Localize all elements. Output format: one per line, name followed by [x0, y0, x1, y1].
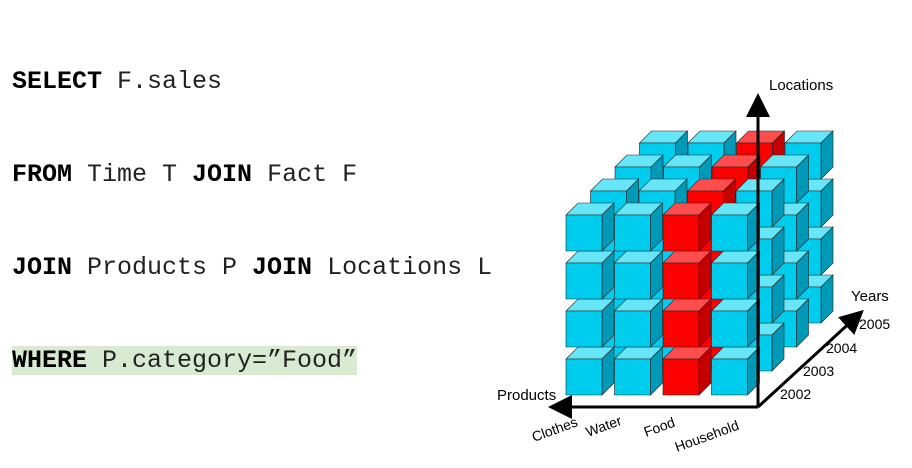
- product-label: Food: [642, 414, 677, 440]
- cube-cell: [565, 298, 615, 348]
- cube-cell: [565, 202, 615, 252]
- cell-front-face: [614, 310, 651, 348]
- year-label: 2004: [826, 340, 857, 356]
- cube-cell: [710, 202, 761, 252]
- product-label: Clothes: [530, 414, 580, 445]
- cube-cell: [565, 346, 615, 396]
- locations-axis-label: Locations: [769, 77, 833, 94]
- cell-front-face: [614, 214, 651, 252]
- from-line: FROM Time T JOIN Fact F: [12, 159, 492, 190]
- selected-food-cell: [662, 298, 712, 348]
- product-label: Household: [673, 417, 741, 455]
- cell-front-face: [711, 214, 748, 252]
- where-keyword: WHERE: [12, 346, 88, 375]
- products-axis-label: Products: [497, 387, 556, 404]
- cell-front-face: [614, 262, 651, 300]
- cell-front-face: [711, 310, 748, 348]
- cell-front-face: [662, 262, 700, 300]
- selected-food-cell: [662, 250, 712, 300]
- cell-front-face: [662, 310, 700, 348]
- cell-front-face: [565, 214, 603, 252]
- join-line: JOIN Products P JOIN Locations L: [12, 252, 492, 283]
- where-line: WHERE P.category=”Food”: [12, 345, 492, 376]
- years-axis-label: Years: [851, 288, 889, 305]
- years-axis: [756, 309, 864, 409]
- cube-cell: [710, 346, 761, 396]
- cube-cell: [613, 346, 664, 396]
- cell-front-face: [614, 358, 651, 396]
- selected-food-cell: [662, 202, 712, 252]
- where-condition: P.category=”Food”: [87, 346, 358, 375]
- cube-cell: [565, 250, 615, 300]
- cube-cells: [565, 130, 834, 396]
- cube-cell: [613, 202, 664, 252]
- where-highlight: WHERE P.category=”Food”: [12, 346, 358, 375]
- year-label: 2002: [780, 386, 811, 402]
- join-keyword: JOIN: [252, 253, 313, 282]
- cell-front-face: [565, 358, 603, 396]
- select-line: SELECT F.sales: [12, 66, 492, 97]
- join-keyword: JOIN: [192, 160, 253, 189]
- cell-front-face: [565, 310, 603, 348]
- cell-front-face: [711, 358, 748, 396]
- cube-cell: [710, 298, 761, 348]
- locations-table: Locations L: [312, 253, 493, 282]
- fact-table: Fact F: [252, 160, 358, 189]
- select-clause: F.sales: [102, 67, 223, 96]
- products-table: Products P: [72, 253, 253, 282]
- cube-cell: [613, 298, 664, 348]
- cell-front-face: [711, 262, 748, 300]
- year-label: 2005: [859, 316, 890, 332]
- year-label: 2003: [803, 363, 834, 379]
- sql-query: SELECT F.sales FROM Time T JOIN Fact F J…: [12, 4, 492, 407]
- cube-cell: [613, 250, 664, 300]
- product-label: Water: [584, 412, 624, 440]
- from-keyword: FROM: [12, 160, 73, 189]
- from-tables: Time T: [72, 160, 193, 189]
- cell-front-face: [662, 214, 700, 252]
- selected-food-cell: [662, 346, 712, 396]
- select-keyword: SELECT: [12, 67, 103, 96]
- cell-front-face: [565, 262, 603, 300]
- cell-front-face: [662, 358, 700, 396]
- join-keyword: JOIN: [12, 253, 73, 282]
- cube-cell: [710, 250, 761, 300]
